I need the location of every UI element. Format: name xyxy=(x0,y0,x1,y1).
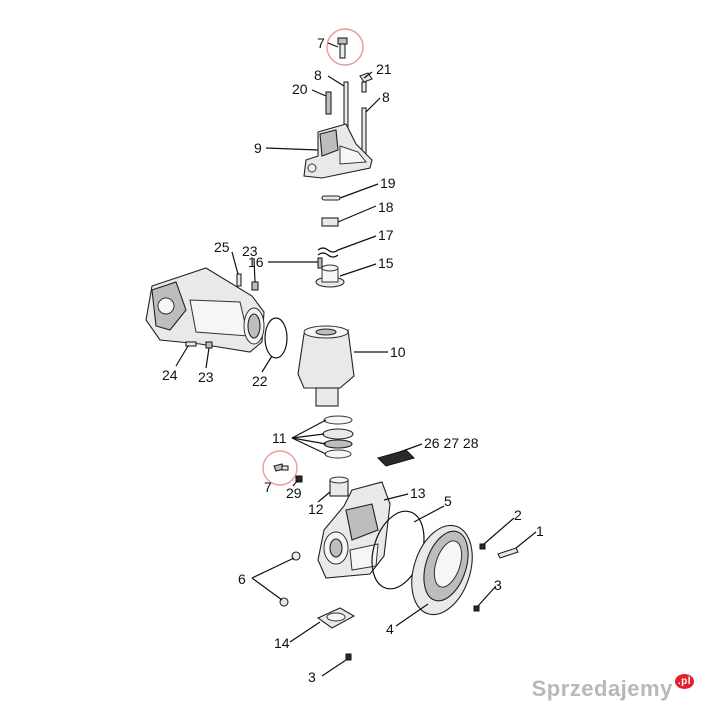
callout-8-right: 8 xyxy=(382,89,390,105)
callout-26-27-28: 26 27 28 xyxy=(424,435,479,451)
part-25-bolt xyxy=(236,273,242,287)
callout-9: 9 xyxy=(254,140,262,156)
part-10-housing xyxy=(297,325,355,407)
part-21-bolt xyxy=(359,72,373,93)
callout-4: 4 xyxy=(386,621,394,637)
part-18-spacer xyxy=(321,217,339,227)
highlight-circle-top xyxy=(326,28,364,66)
part-19-rod xyxy=(321,195,341,201)
part-22-oring xyxy=(264,317,288,359)
part-7-bolt-lower xyxy=(273,463,289,472)
part-20-pin xyxy=(325,91,332,115)
callout-11: 11 xyxy=(272,430,287,446)
callout-15: 15 xyxy=(378,255,394,271)
callout-24: 24 xyxy=(162,367,178,383)
callout-23-top: 23 xyxy=(242,243,258,259)
callout-8-left: 8 xyxy=(314,67,322,83)
part-15-flange xyxy=(315,264,345,288)
callout-13: 13 xyxy=(410,485,426,501)
part-2-bolt xyxy=(479,543,486,550)
callout-3-bottom: 3 xyxy=(308,669,316,685)
callout-19: 19 xyxy=(380,175,396,191)
callout-20: 20 xyxy=(292,81,308,97)
callout-2: 2 xyxy=(514,507,522,523)
callout-3-right: 3 xyxy=(494,577,502,593)
part-14-plate xyxy=(316,607,356,629)
leader-lines xyxy=(175,42,537,677)
callout-7-lower: 7 xyxy=(264,479,272,495)
callout-5: 5 xyxy=(444,493,452,509)
callout-7-top: 7 xyxy=(317,35,325,51)
callout-1: 1 xyxy=(536,523,544,539)
part-11-rings xyxy=(322,415,354,459)
part-9-bracket xyxy=(303,123,373,179)
callout-29: 29 xyxy=(286,485,302,501)
part-4-cover xyxy=(411,524,473,616)
callout-6: 6 xyxy=(238,571,246,587)
callout-18: 18 xyxy=(378,199,394,215)
part-12-bushing xyxy=(329,476,349,497)
callout-17: 17 xyxy=(378,227,394,243)
part-23-nut-top xyxy=(251,281,259,291)
part-housing-left xyxy=(145,267,265,353)
callout-25: 25 xyxy=(214,239,230,255)
part-29-washer xyxy=(295,475,303,483)
watermark-logo: Sprzedajemy.pl xyxy=(532,674,694,702)
callout-10: 10 xyxy=(390,344,406,360)
callout-12: 12 xyxy=(308,501,324,517)
part-26-28-plate xyxy=(377,449,415,467)
part-1-bolt xyxy=(497,547,519,559)
callout-21: 21 xyxy=(376,61,392,77)
callout-14: 14 xyxy=(274,635,290,651)
part-3-bolt-right xyxy=(473,605,480,612)
callout-23-bottom: 23 xyxy=(198,369,214,385)
part-17-spring xyxy=(317,247,339,258)
callout-16: 16 xyxy=(248,254,264,270)
part-7-bolt-top xyxy=(337,37,348,59)
callout-22: 22 xyxy=(252,373,268,389)
part-16-pin xyxy=(317,257,323,269)
part-3-bolt-bottom xyxy=(345,653,352,661)
highlight-circle-lower xyxy=(262,450,298,486)
part-24-bolt xyxy=(185,341,197,347)
part-23-nut-bottom xyxy=(205,341,213,349)
part-13-lower-housing xyxy=(317,481,391,579)
